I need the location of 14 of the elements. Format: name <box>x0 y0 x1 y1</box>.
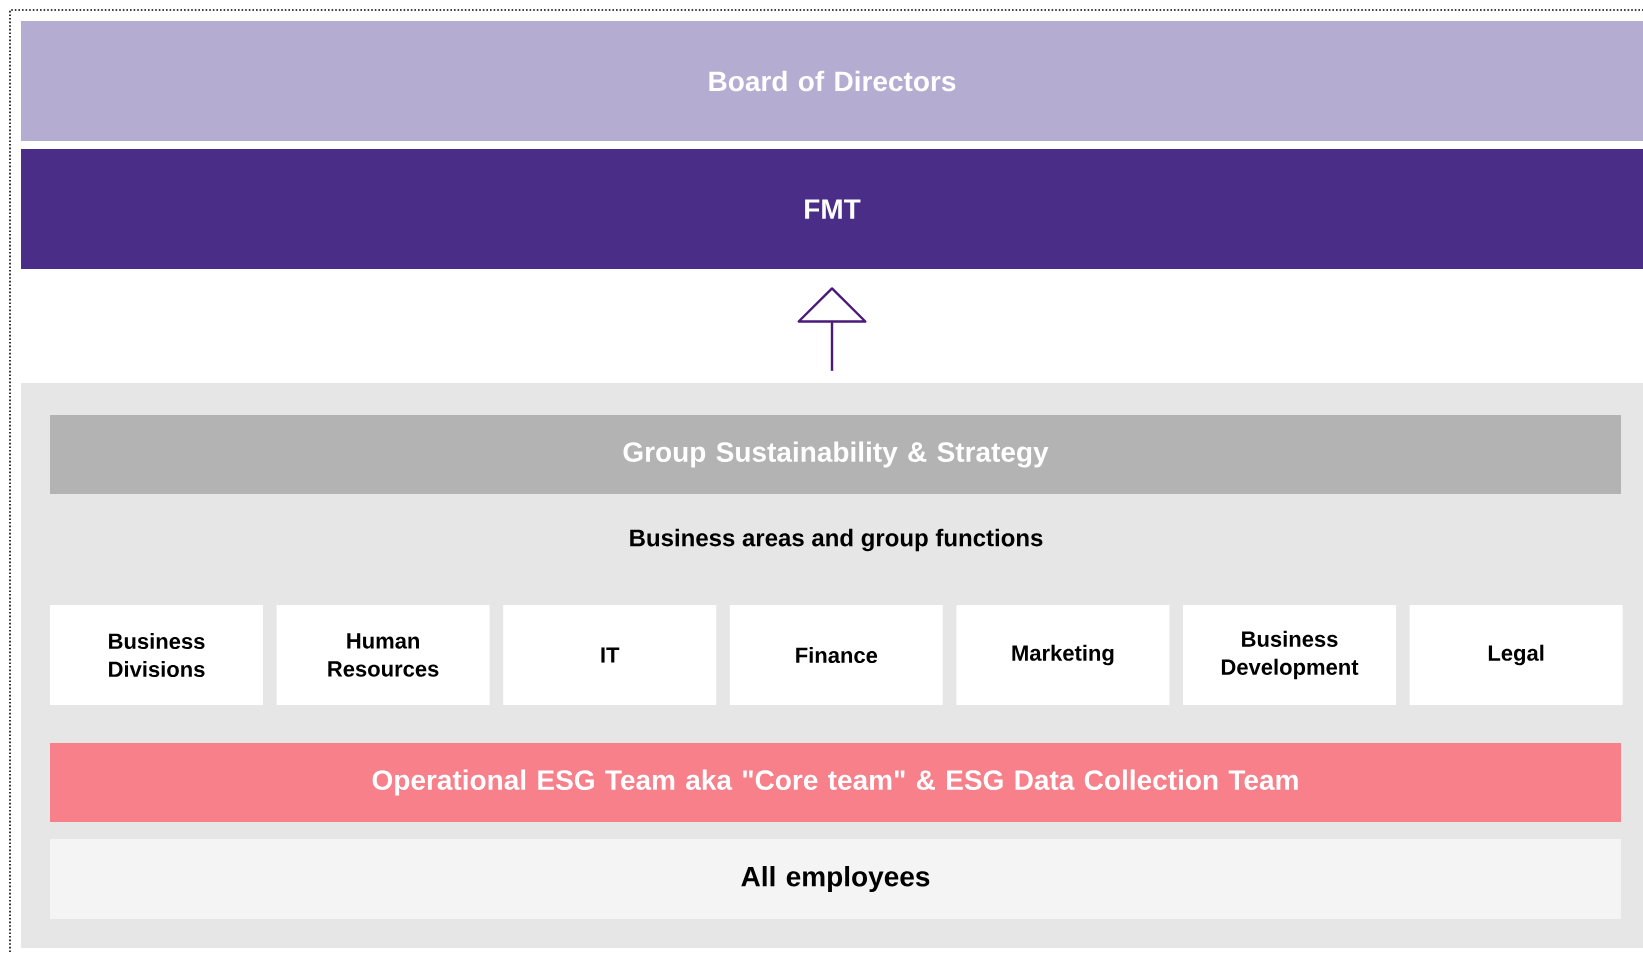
function-box: Marketing <box>956 605 1170 705</box>
arrow <box>797 287 867 371</box>
banner: Group Sustainability & Strategy <box>50 415 1621 494</box>
function-box: IT <box>503 605 717 705</box>
function-box: Finance <box>729 605 943 705</box>
function-box: Business Development <box>1183 605 1396 705</box>
function-box: Business Divisions <box>50 605 263 705</box>
function-box: Legal <box>1409 605 1623 705</box>
banner: Board of Directors <box>21 21 1643 141</box>
section-heading: Business areas and group functions <box>630 528 1043 552</box>
banner: Operational ESG Team aka "Core team" & ESG Data Collection Team <box>50 743 1621 822</box>
banner: All employees <box>50 839 1621 919</box>
banner: FMT <box>21 149 1643 269</box>
function-box: Human Resources <box>276 605 490 705</box>
